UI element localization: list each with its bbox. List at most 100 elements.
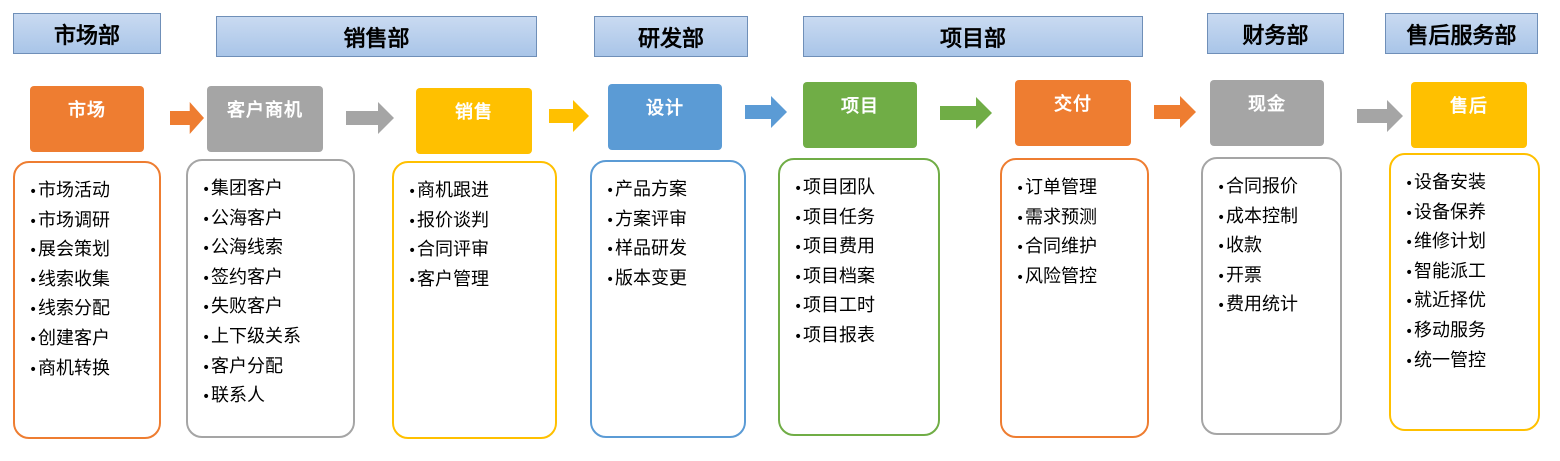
bullet-icon: • [202,329,211,346]
list-item: •签约客户 [202,264,353,294]
list-item-label: 展会策划 [38,239,110,261]
bullet-icon: • [1217,298,1226,315]
detail-panel: •项目团队•项目任务•项目费用•项目档案•项目工时•项目报表 [778,158,940,436]
arrow-shape [1357,100,1403,132]
list-item: •项目团队 [794,174,938,204]
bullet-icon: • [1405,294,1414,311]
feature-list: •产品方案•方案评审•样品研发•版本变更 [606,176,744,294]
list-item-label: 订单管理 [1025,177,1097,198]
bullet-icon: • [606,212,615,229]
bullet-icon: • [794,299,803,316]
bullet-icon: • [202,211,211,228]
stage-box: 现金 [1210,80,1324,146]
bullet-icon: • [408,184,417,200]
bullet-icon: • [29,243,38,260]
stage-box: 设计 [608,84,722,150]
bullet-icon: • [29,213,38,230]
flow-arrow-icon [346,102,394,134]
list-item-label: 报价谈判 [417,209,489,231]
list-item-label: 就近择优 [1414,290,1486,312]
list-item: •报价谈判 [408,207,555,237]
feature-list: •市场活动•市场调研•展会策划•线索收集•线索分配•创建客户•商机转换 [29,177,159,384]
list-item: •成本控制 [1217,203,1340,233]
bullet-icon: • [202,389,211,406]
list-item: •合同报价 [1217,173,1340,203]
bullet-icon: • [1405,264,1414,281]
list-item-label: 商机跟进 [417,180,489,201]
list-item: •合同维护 [1016,233,1147,263]
list-item: •就近择优 [1405,287,1538,317]
list-item-label: 集团客户 [211,178,283,199]
list-item-label: 公海客户 [211,207,283,229]
list-item-label: 方案评审 [615,208,687,230]
bullet-icon: • [1016,210,1025,227]
list-item: •项目报表 [794,322,938,352]
list-item: •客户分配 [202,353,353,383]
bullet-icon: • [606,271,615,288]
list-item: •商机跟进 [408,177,555,207]
list-item-label: 市场活动 [38,180,110,201]
list-item: •项目工时 [794,292,938,322]
list-item: •需求预测 [1016,204,1147,234]
list-item-label: 项目任务 [803,206,875,228]
list-item: •展会策划 [29,236,159,266]
list-item-label: 失败客户 [211,296,283,318]
stage-box: 交付 [1015,80,1131,146]
feature-list: •合同报价•成本控制•收款•开票•费用统计 [1217,173,1340,321]
bullet-icon: • [29,184,38,200]
bullet-icon: • [794,328,803,345]
arrow-shape [549,100,589,132]
feature-list: •集团客户•公海客户•公海线索•签约客户•失败客户•上下级关系•客户分配•联系人 [202,175,353,412]
list-item: •费用统计 [1217,291,1340,321]
department-header: 项目部 [803,16,1143,57]
department-header: 销售部 [216,16,537,57]
detail-panel: •合同报价•成本控制•收款•开票•费用统计 [1201,157,1342,435]
list-item-label: 风险管控 [1025,265,1097,287]
detail-panel: •集团客户•公海客户•公海线索•签约客户•失败客户•上下级关系•客户分配•联系人 [186,159,355,438]
list-item-label: 合同维护 [1025,236,1097,258]
list-item: •设备保养 [1405,199,1538,229]
list-item: •客户管理 [408,266,555,296]
bullet-icon: • [202,241,211,258]
bullet-icon: • [202,300,211,317]
list-item: •统一管控 [1405,347,1538,377]
list-item-label: 商机转换 [38,357,110,379]
list-item-label: 设备安装 [1414,172,1486,193]
list-item-label: 需求预测 [1025,206,1097,228]
list-item: •集团客户 [202,175,353,205]
bullet-icon: • [1016,181,1025,197]
bullet-icon: • [202,270,211,287]
list-item: •订单管理 [1016,174,1147,204]
bullet-icon: • [202,359,211,376]
bullet-icon: • [1405,353,1414,370]
list-item: •样品研发 [606,235,744,265]
detail-panel: •订单管理•需求预测•合同维护•风险管控 [1000,158,1149,438]
list-item: •设备安装 [1405,169,1538,199]
bullet-icon: • [1217,209,1226,226]
list-item-label: 签约客户 [211,266,283,288]
list-item: •版本变更 [606,265,744,295]
bullet-icon: • [606,242,615,259]
list-item: •项目任务 [794,204,938,234]
list-item: •线索分配 [29,295,159,325]
list-item-label: 版本变更 [615,267,687,289]
flow-arrow-icon [940,97,992,129]
bullet-icon: • [1405,205,1414,222]
list-item-label: 项目档案 [803,265,875,287]
arrow-shape [1154,96,1196,128]
department-header: 售后服务部 [1385,13,1538,54]
bullet-icon: • [29,302,38,319]
list-item-label: 项目报表 [803,324,875,346]
department-header: 研发部 [594,16,748,57]
list-item: •合同评审 [408,236,555,266]
list-item: •项目费用 [794,233,938,263]
detail-panel: •市场活动•市场调研•展会策划•线索收集•线索分配•创建客户•商机转换 [13,161,161,439]
list-item-label: 产品方案 [615,179,687,200]
list-item-label: 合同报价 [1226,176,1298,197]
list-item-label: 客户分配 [211,355,283,377]
bullet-icon: • [1217,180,1226,196]
bullet-icon: • [1405,323,1414,340]
bullet-icon: • [794,240,803,257]
list-item-label: 合同评审 [417,239,489,261]
list-item: •创建客户 [29,325,159,355]
